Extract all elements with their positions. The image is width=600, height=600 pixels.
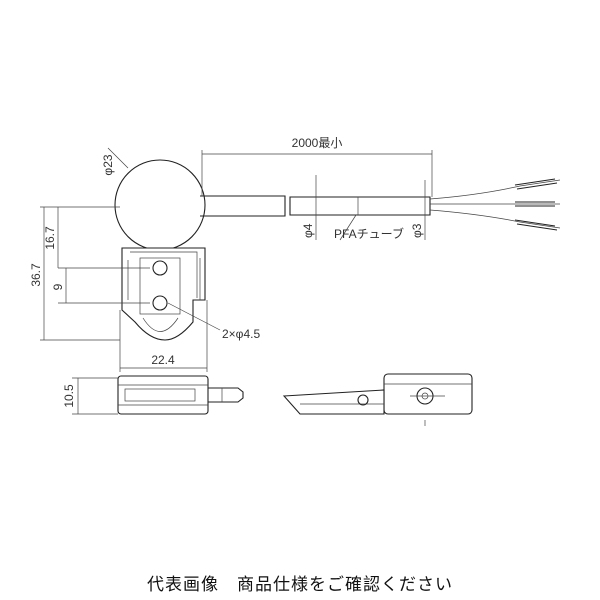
mount-bracket-top: [121, 247, 206, 341]
mount-holes-label: 2×φ4.5: [222, 327, 260, 341]
dimension-lines: [40, 147, 433, 415]
head-diameter-label: φ23: [101, 154, 115, 175]
cable-assembly: [200, 178, 561, 231]
height-total-label: 36.7: [29, 263, 43, 287]
caption: 代表画像 商品仕様をご確認ください: [147, 575, 453, 595]
inner-dia-label: φ3: [410, 223, 424, 238]
thickness-label: 10.5: [62, 384, 76, 408]
width-label: 22.4: [151, 353, 175, 367]
tube-label: PFAチューブ: [334, 226, 404, 241]
sensor-head-disc: [114, 159, 206, 251]
cable-length-label: 2000最小: [292, 136, 343, 150]
side-view-right: [282, 373, 473, 426]
outer-tube-dia-label: φ4: [301, 223, 315, 238]
hole-pitch-label: 9: [51, 283, 65, 290]
height-upper-label: 16.7: [43, 226, 57, 250]
side-view-left: [117, 375, 244, 415]
